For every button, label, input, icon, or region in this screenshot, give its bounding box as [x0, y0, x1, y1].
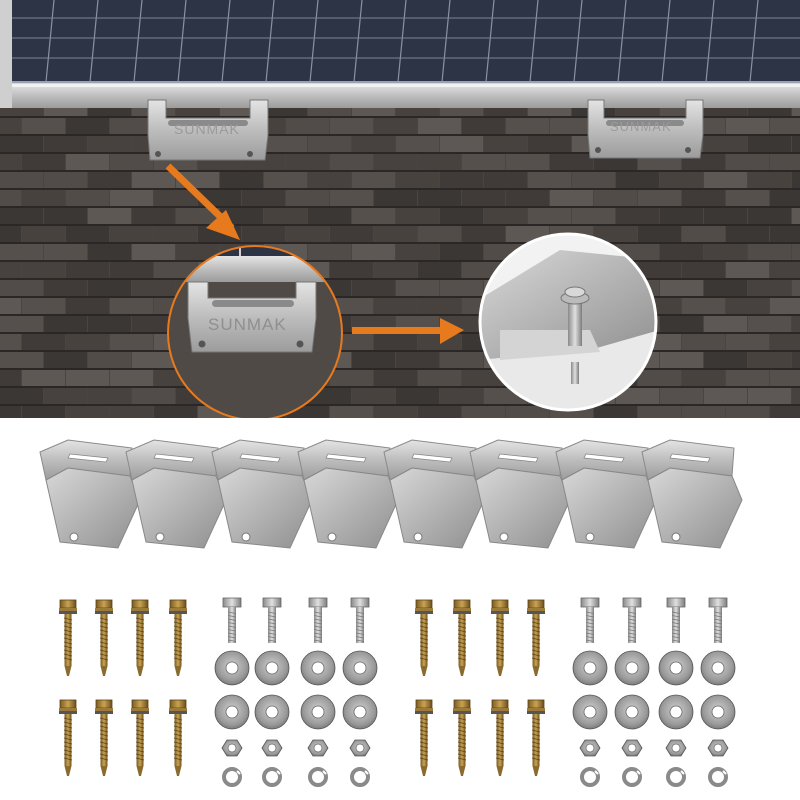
self-drilling-screw	[169, 599, 187, 676]
loose-bracket	[469, 439, 571, 549]
zoom-circle-bracket: SUNMAK	[167, 245, 343, 421]
spring-washer	[708, 767, 728, 787]
self-drilling-screw	[491, 699, 509, 776]
self-drilling-screw	[527, 699, 545, 776]
spring-washer	[222, 767, 242, 787]
mounted-bracket-right	[587, 99, 704, 159]
mounted-bracket-left	[147, 99, 269, 161]
hex-nut	[221, 739, 243, 757]
spring-washer	[308, 767, 328, 787]
bracket-set	[39, 439, 743, 549]
spring-washer	[262, 767, 282, 787]
spring-washer	[666, 767, 686, 787]
hex-bolt	[666, 597, 686, 643]
arrow-to-detail	[352, 318, 464, 344]
solar-panel	[0, 0, 800, 108]
flat-washer	[254, 650, 290, 686]
loose-bracket	[211, 439, 313, 549]
self-drilling-screw	[95, 699, 113, 776]
hex-nut	[665, 739, 687, 757]
hex-bolt	[622, 597, 642, 643]
spring-washer	[350, 767, 370, 787]
loose-bracket	[297, 439, 399, 549]
self-drilling-screw	[95, 599, 113, 676]
self-drilling-screw	[453, 599, 471, 676]
flat-washer	[300, 694, 336, 730]
loose-bracket	[555, 439, 657, 549]
arrow-to-zoom	[165, 163, 240, 240]
self-drilling-screw	[527, 599, 545, 676]
hex-bolt	[708, 597, 728, 643]
hex-bolt	[222, 597, 242, 643]
hex-bolt	[308, 597, 328, 643]
spring-washer	[622, 767, 642, 787]
brand-mark-zoom: SUNMAK	[208, 315, 287, 334]
hex-nut	[261, 739, 283, 757]
hex-bolt	[262, 597, 282, 643]
hardware-set	[59, 597, 736, 787]
flat-washer	[342, 694, 378, 730]
loose-bracket	[39, 439, 141, 549]
hex-bolt	[580, 597, 600, 643]
self-drilling-screw	[415, 699, 433, 776]
flat-washer	[342, 650, 378, 686]
hex-nut	[349, 739, 371, 757]
flat-washer	[700, 694, 736, 730]
loose-bracket	[125, 439, 227, 549]
hex-bolt	[350, 597, 370, 643]
self-drilling-screw	[169, 699, 187, 776]
self-drilling-screw	[59, 599, 77, 676]
loose-bracket	[641, 439, 743, 549]
brand-mark-left: SUNMAK	[174, 121, 240, 137]
zoom-circle-screw-detail	[478, 232, 658, 412]
flat-washer	[300, 650, 336, 686]
hex-nut	[707, 739, 729, 757]
flat-washer	[572, 694, 608, 730]
self-drilling-screw	[415, 599, 433, 676]
spring-washer	[580, 767, 600, 787]
self-drilling-screw	[131, 599, 149, 676]
self-drilling-screw	[59, 699, 77, 776]
hex-nut	[579, 739, 601, 757]
flat-washer	[614, 694, 650, 730]
flat-washer	[700, 650, 736, 686]
loose-bracket	[383, 439, 485, 549]
self-drilling-screw	[453, 699, 471, 776]
flat-washer	[658, 650, 694, 686]
hex-nut	[307, 739, 329, 757]
flat-washer	[614, 650, 650, 686]
flat-washer	[572, 650, 608, 686]
hex-nut	[621, 739, 643, 757]
flat-washer	[214, 694, 250, 730]
self-drilling-screw	[491, 599, 509, 676]
self-drilling-screw	[131, 699, 149, 776]
flat-washer	[254, 694, 290, 730]
flat-washer	[658, 694, 694, 730]
brand-mark-right: SUNMAK	[610, 119, 672, 134]
flat-washer	[214, 650, 250, 686]
